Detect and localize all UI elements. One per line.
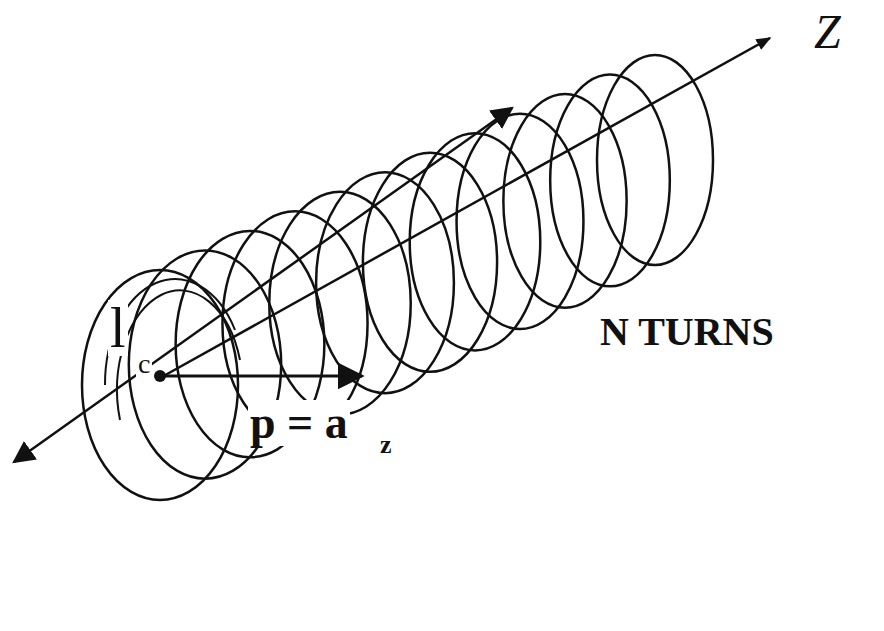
coil-turn <box>550 75 670 287</box>
turns-label: N TURNS <box>598 312 776 352</box>
length-dimension <box>14 108 512 462</box>
coil-turn <box>82 270 238 500</box>
unit-vector <box>160 375 362 378</box>
vector-label: p = a <box>248 400 350 446</box>
coil-turn <box>503 94 626 308</box>
length-symbol: l <box>108 300 128 356</box>
coil-turn <box>363 153 497 372</box>
coil-turn <box>316 172 454 393</box>
coil-turn <box>269 192 410 415</box>
coil-turn <box>597 55 713 265</box>
axis-label: Z <box>812 8 843 56</box>
vector-subscript: z <box>378 432 394 458</box>
length-subscript: c <box>136 350 152 378</box>
coil-turn <box>457 114 584 329</box>
